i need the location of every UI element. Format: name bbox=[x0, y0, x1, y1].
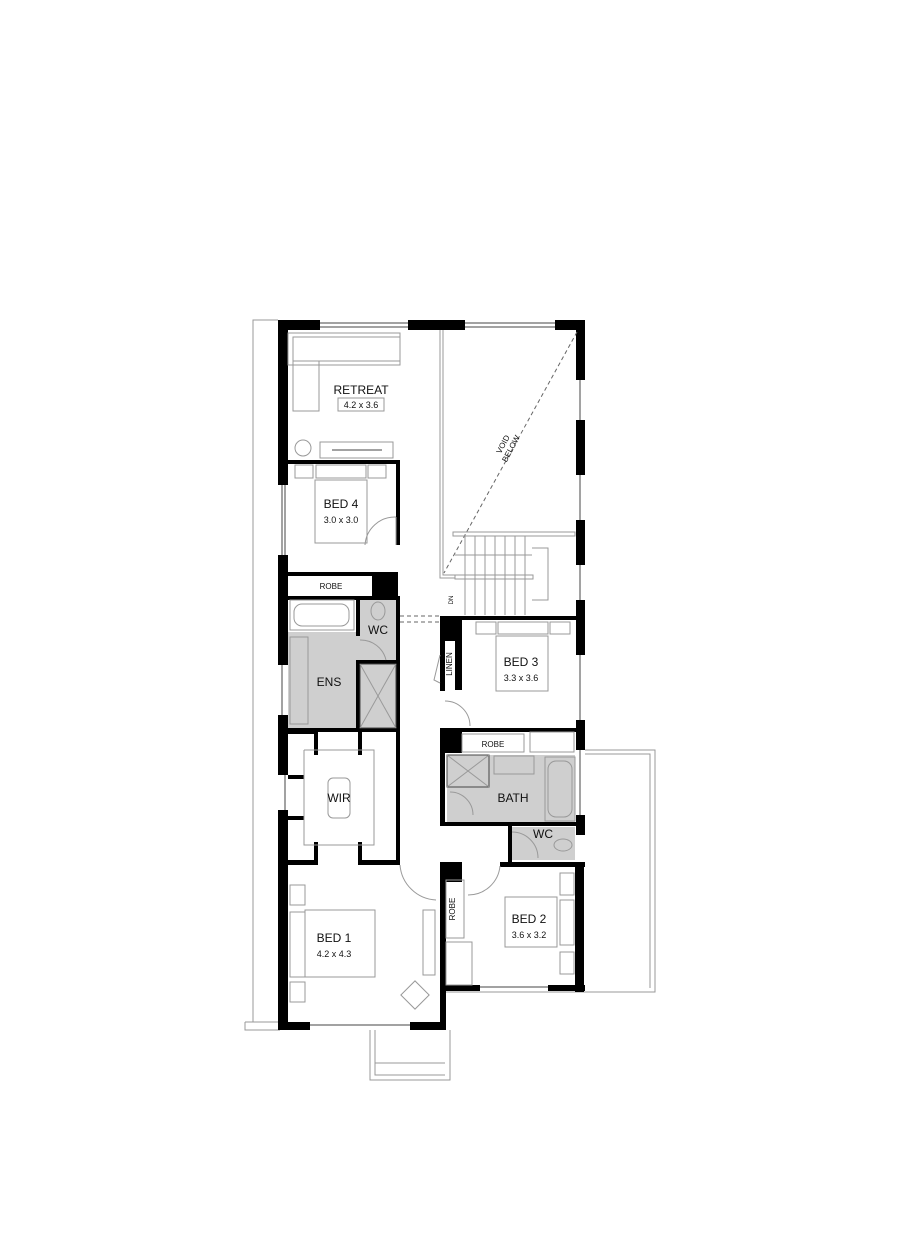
room-size-bed4: 3.0 x 3.0 bbox=[324, 515, 359, 525]
room-name-wir: WIR bbox=[327, 791, 351, 805]
room-name-robe-bed4: ROBE bbox=[320, 582, 343, 591]
room-size-bed2: 3.6 x 3.2 bbox=[512, 930, 547, 940]
room-name-bed4: BED 4 bbox=[324, 497, 359, 511]
stair-dn-label: DN bbox=[449, 596, 455, 605]
bath-floor bbox=[447, 755, 575, 823]
stair-treads bbox=[455, 536, 549, 615]
fixtures bbox=[287, 330, 578, 1010]
room-name-bed2: BED 2 bbox=[512, 912, 547, 926]
room-size-retreat: 4.2 x 3.6 bbox=[344, 400, 379, 410]
walls bbox=[278, 320, 585, 1030]
room-name-bath: BATH bbox=[497, 791, 528, 805]
room-name-bed3: BED 3 bbox=[504, 655, 539, 669]
room-size-bed3: 3.3 x 3.6 bbox=[504, 673, 539, 683]
room-name-robe-bed2: ROBE bbox=[448, 898, 457, 921]
room-name-wc-ens: WC bbox=[368, 623, 388, 637]
wc-bath-floor bbox=[510, 827, 575, 860]
site-outline bbox=[244, 319, 656, 1081]
room-name-robe-bed3: ROBE bbox=[482, 740, 505, 749]
room-name-wc-bath: WC bbox=[533, 827, 553, 841]
room-name-linen: LINEN bbox=[445, 652, 454, 676]
room-labels: RETREAT 4.2 x 3.6 BED 4 3.0 x 3.0 ROBE W… bbox=[317, 383, 554, 959]
room-size-bed1: 4.2 x 4.3 bbox=[317, 949, 352, 959]
room-name-bed1: BED 1 bbox=[317, 931, 352, 945]
room-name-ens: ENS bbox=[317, 675, 342, 689]
room-name-retreat: RETREAT bbox=[333, 383, 389, 397]
wc-ens-floor bbox=[360, 598, 398, 660]
